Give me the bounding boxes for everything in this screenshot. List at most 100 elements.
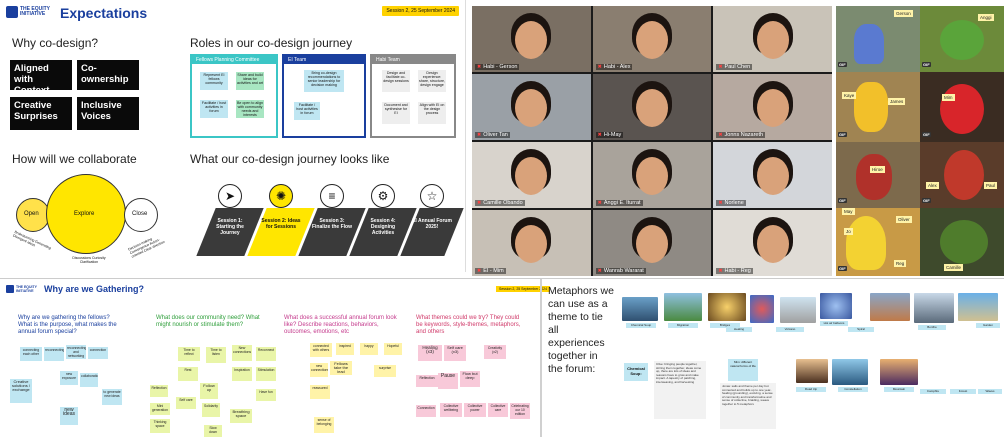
sticky-note: inspired bbox=[336, 343, 354, 355]
sticky-note: Self care bbox=[176, 397, 196, 409]
metaphor-label: Constellation bbox=[838, 387, 868, 393]
video-call-grid: ✖Habi - Gerson✖Habi - Alex✖Paul Chen✖Oli… bbox=[472, 6, 832, 276]
explore-caption: Discussions Curiosity Clarification bbox=[72, 256, 106, 264]
sticky-note: Flow but deep bbox=[460, 371, 480, 387]
participant-face bbox=[635, 157, 668, 195]
metaphor-label: Bridges bbox=[710, 323, 740, 329]
sticky-note: Time to reflect bbox=[178, 347, 200, 361]
gear-icon: ⚙ bbox=[371, 184, 395, 208]
participant-tile[interactable]: ✖Habi - Alex bbox=[592, 6, 712, 72]
role-note: Design experience: share, structure, des… bbox=[418, 70, 446, 92]
participant-name: ✖Oliver Tan bbox=[475, 132, 510, 138]
mic-muted-icon: ✖ bbox=[718, 200, 723, 206]
mic-muted-icon: ✖ bbox=[477, 200, 482, 206]
sticky-note: Self care (x3) bbox=[444, 345, 466, 361]
lightbulb-icon: ✺ bbox=[269, 184, 293, 208]
name-note: Mim bbox=[942, 94, 955, 101]
participant-name-text: Camille Obando bbox=[483, 200, 523, 206]
participant-tile[interactable]: ✖EI - Mim bbox=[472, 210, 591, 276]
role-header: Fellows Planning Committee bbox=[192, 56, 276, 64]
sticky-note: Time to listen bbox=[206, 347, 226, 363]
participant-name: ✖Hi-May bbox=[595, 132, 624, 138]
gif-badge: GIF bbox=[838, 132, 847, 137]
gif-badge: GIF bbox=[922, 62, 931, 67]
sticky-note: Slow down bbox=[204, 425, 222, 437]
participant-tile[interactable]: ✖Hi-May bbox=[592, 74, 712, 140]
close-circle bbox=[124, 198, 158, 232]
why-block-4: Inclusive Voices bbox=[77, 97, 139, 130]
metaphor-image bbox=[914, 293, 954, 323]
themes-question: What themes could we try? They could be … bbox=[416, 315, 521, 335]
participant-tile[interactable]: ✖Jonns Nazareth bbox=[713, 74, 832, 140]
metaphor-label: Chemical Soup bbox=[626, 323, 656, 329]
comment-note: Jonas: sails and theme per day but conne… bbox=[720, 383, 776, 429]
participant-tile[interactable]: ✖Camille Obando bbox=[472, 142, 591, 208]
sticky-note: Inspiration bbox=[232, 367, 252, 381]
sticky-note: Stimulation bbox=[256, 367, 276, 381]
participant-face bbox=[515, 157, 548, 195]
name-note: Gerson bbox=[894, 10, 913, 17]
metaphor-image bbox=[796, 359, 828, 383]
role-note: Bring co-design recommendations to senio… bbox=[304, 70, 344, 92]
metaphor-image bbox=[820, 293, 852, 319]
metaphor-label: Volcano bbox=[776, 327, 804, 333]
metaphor-image bbox=[958, 293, 998, 321]
sticky-note: to generate new ideas bbox=[102, 389, 122, 405]
participant-tile[interactable]: ✖Paul Chen bbox=[713, 6, 832, 72]
participant-tile[interactable]: ✖Wanrab Wararat bbox=[592, 210, 712, 276]
community-question: What does our community need? What might… bbox=[156, 315, 260, 328]
sticky-note: reconnecting bbox=[44, 347, 64, 361]
name-note: Jo bbox=[844, 228, 853, 235]
participant-face bbox=[635, 89, 668, 127]
sticky-note: Healing (x3) bbox=[418, 345, 442, 361]
sticky-note: Collective wellbeing bbox=[440, 403, 462, 417]
equity-initiative-logo: THE EQUITY INITIATIVE bbox=[6, 285, 42, 297]
sticky-note: Have fun bbox=[256, 389, 276, 401]
metaphor-label: Healing bbox=[726, 327, 752, 333]
participant-name-text: Habi - Reg bbox=[724, 268, 751, 274]
participant-name-text: Hi-May bbox=[603, 132, 622, 138]
name-note: Camille bbox=[944, 264, 964, 271]
sticky-note: Reconnect bbox=[256, 347, 276, 361]
sticky-note: Breathing space bbox=[230, 409, 252, 423]
metaphor-label: Forest bbox=[950, 389, 976, 395]
logo-mark-icon bbox=[6, 6, 18, 18]
name-note: Paul bbox=[984, 182, 998, 189]
participant-tile[interactable]: ✖Norlene bbox=[713, 142, 832, 208]
sticky-note: Solidarity bbox=[202, 403, 220, 417]
sticky-note: reassured bbox=[310, 385, 330, 399]
participant-name: ✖Habi - Alex bbox=[595, 64, 633, 70]
why-block-1: Aligned with Context bbox=[10, 60, 72, 96]
participant-face bbox=[635, 225, 668, 263]
metaphor-label: Road trip bbox=[796, 387, 826, 393]
participant-tile[interactable]: ✖Oliver Tan bbox=[472, 74, 591, 140]
success-question: What does a successful annual forum look… bbox=[284, 315, 397, 335]
metaphor-label: Spiral bbox=[848, 327, 874, 333]
sticky-note: Collective power bbox=[464, 403, 486, 417]
participant-name-text: Habi - Alex bbox=[603, 64, 631, 70]
paper-plane-icon: ➤ bbox=[218, 184, 242, 208]
role-note: Design and facilitate co-design sessions bbox=[382, 70, 410, 92]
sticky-note: Creative solutions / exchange bbox=[10, 379, 32, 403]
session-badge: Session 2, 25 September 2024 bbox=[496, 286, 551, 292]
sticky-note: Collective care bbox=[488, 403, 508, 417]
sticky-note: Reflection bbox=[416, 375, 438, 387]
sticky-note: Thinking space bbox=[150, 419, 170, 433]
metaphor-image bbox=[622, 297, 658, 321]
oscar-character bbox=[940, 220, 988, 264]
participant-tile[interactable]: ✖Anggi E. Iturrat bbox=[592, 142, 712, 208]
participant-tile[interactable]: ✖Habi - Gerson bbox=[472, 6, 591, 72]
sticky-note: surprise bbox=[374, 365, 396, 377]
gathering-board: THE EQUITY INITIATIVE Why are we Gatheri… bbox=[0, 278, 1004, 437]
participant-tile[interactable]: ✖Habi - Reg bbox=[713, 210, 832, 276]
sticky-note: happy bbox=[360, 343, 378, 355]
metaphor-label: Garden bbox=[976, 323, 1000, 329]
name-note: Kaye bbox=[842, 92, 857, 99]
metaphor-label: Hot air balloons bbox=[820, 321, 848, 327]
metaphor-label: Migration bbox=[668, 323, 698, 329]
name-note: James bbox=[888, 98, 906, 105]
name-note: Anggi bbox=[978, 14, 994, 21]
roles-heading: Roles in our co-design journey bbox=[190, 36, 353, 50]
metaphor-label: Mountain bbox=[884, 387, 914, 393]
why-codesign-heading: Why co-design? bbox=[12, 36, 99, 50]
